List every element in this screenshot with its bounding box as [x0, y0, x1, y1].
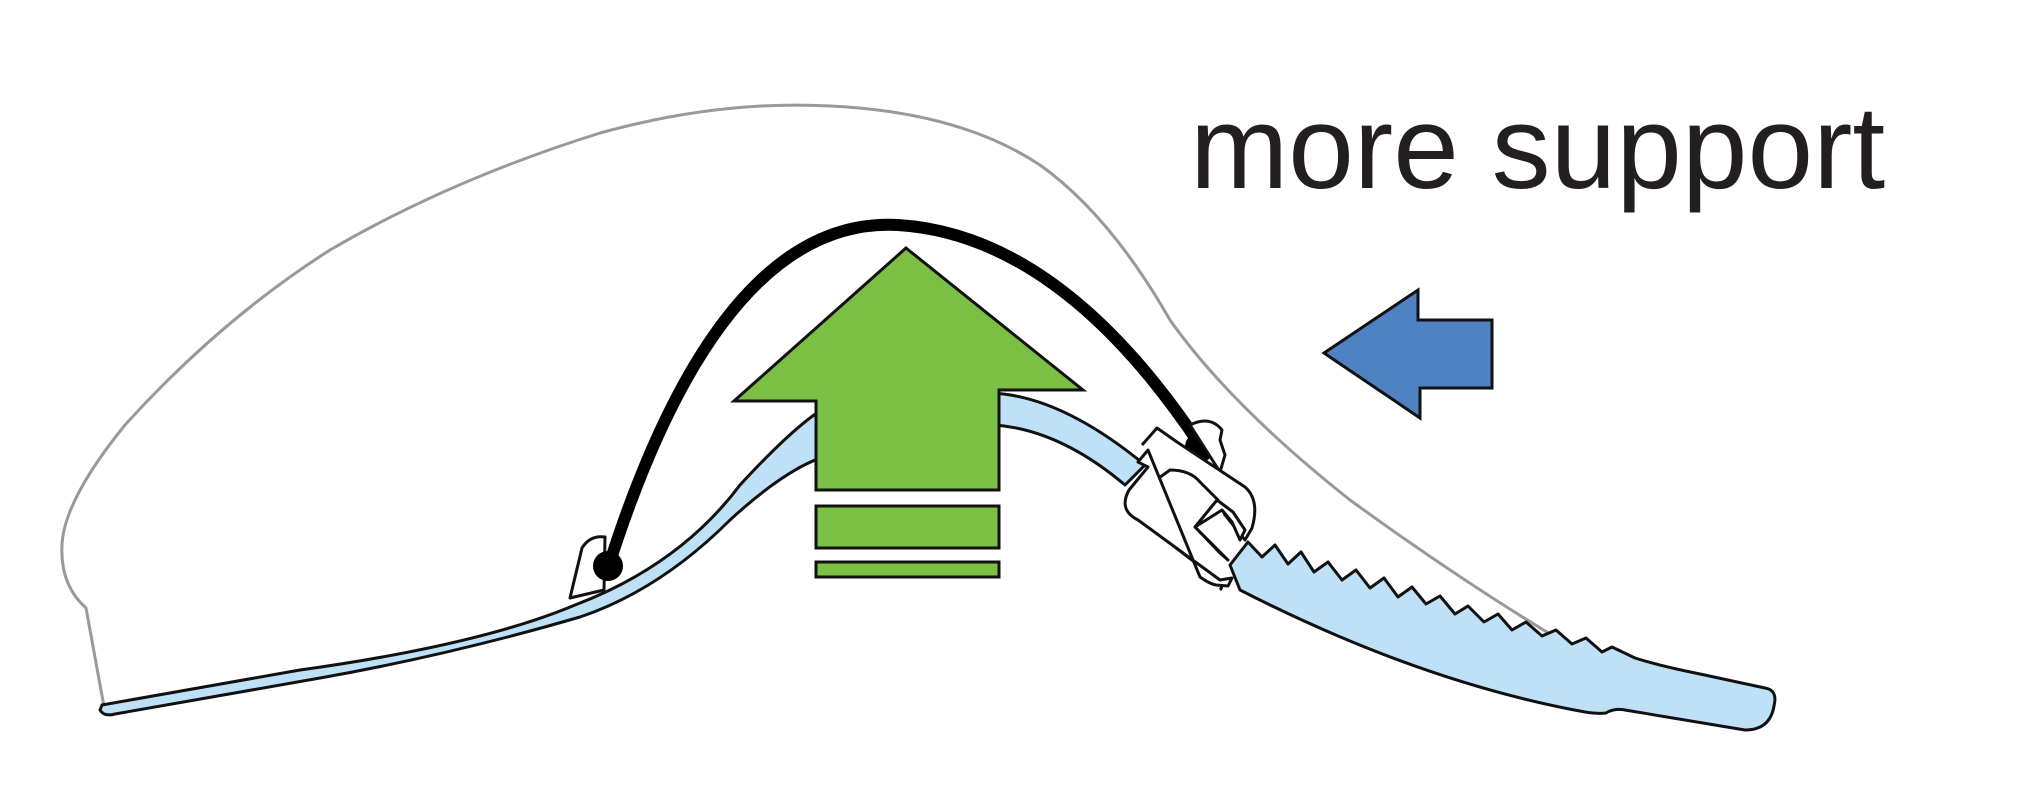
head-outline	[60, 103, 1701, 713]
strap-end-left	[593, 551, 623, 581]
band-left	[98, 403, 832, 717]
support-strap	[602, 218, 1206, 574]
arrow-up-bar-thin	[814, 560, 1001, 579]
strap-anchor-left	[568, 535, 607, 600]
buckle-icon	[1123, 419, 1257, 592]
arrow-up-bar-thick	[814, 504, 1001, 550]
arrow-left-icon	[1321, 287, 1494, 421]
arrow-up-icon	[730, 246, 1088, 579]
band-right	[988, 391, 1777, 732]
caption-text: more support	[1190, 82, 1885, 214]
